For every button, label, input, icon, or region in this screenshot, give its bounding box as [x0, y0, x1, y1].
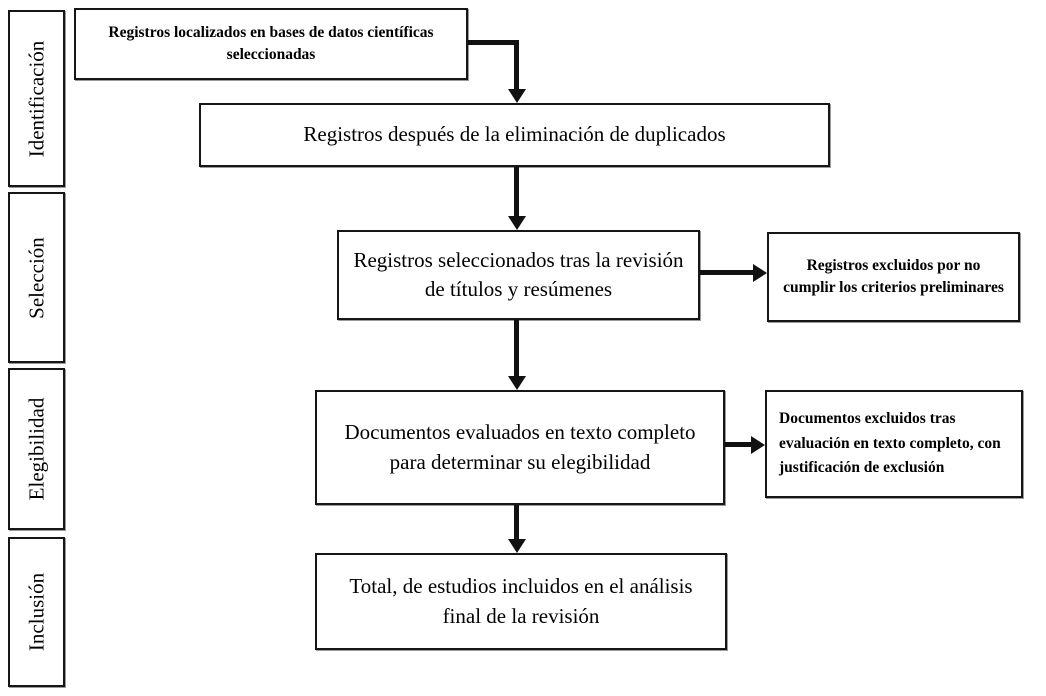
phase-label-elegibilidad: Elegibilidad — [24, 397, 48, 501]
arrow-fulltext-down-head-icon — [508, 539, 526, 553]
arrow-fulltext-down-shaft — [514, 505, 519, 539]
phase-label-identificacion: Identificación — [24, 40, 48, 157]
box-records-excluded-preliminary-text: Registros excluidos por no cumplir los c… — [783, 256, 1004, 296]
box-records-excluded-preliminary: Registros excluidos por no cumplir los c… — [767, 232, 1020, 322]
phase-box-elegibilidad: Elegibilidad — [8, 368, 65, 530]
arrow-fulltext-right-shaft — [725, 442, 751, 447]
arrow-located-vertical-shaft — [514, 40, 519, 90]
box-records-screened-text: Registros seleccionados tras la revisión… — [353, 247, 684, 301]
arrow-screened-right-head-icon — [753, 264, 767, 282]
box-studies-included: Total, de estudios incluidos en el análi… — [315, 553, 727, 650]
box-records-located-text: Registros localizados en bases de datos … — [108, 23, 434, 63]
phase-box-seleccion: Selección — [8, 192, 65, 363]
phase-label-seleccion: Selección — [24, 236, 48, 319]
box-records-deduplicated-text: Registros después de la eliminación de d… — [303, 122, 726, 147]
box-studies-included-text: Total, de estudios incluidos en el análi… — [349, 574, 693, 628]
arrow-deduplicated-head-icon — [508, 216, 526, 230]
arrow-fulltext-right-head-icon — [751, 436, 765, 454]
phase-box-inclusion: Inclusión — [8, 537, 65, 687]
box-records-screened: Registros seleccionados tras la revisión… — [337, 230, 700, 320]
arrow-screened-right-shaft — [700, 270, 753, 275]
box-records-deduplicated: Registros después de la eliminación de d… — [199, 103, 830, 167]
arrow-screened-down-shaft — [514, 320, 519, 376]
arrow-located-horizontal-shaft — [468, 40, 519, 45]
arrow-screened-down-head-icon — [508, 376, 526, 390]
box-fulltext-assessed-text: Documentos evaluados en texto completo p… — [344, 420, 696, 474]
arrow-deduplicated-shaft — [514, 167, 519, 216]
phase-label-inclusion: Inclusión — [24, 572, 48, 652]
arrow-located-head-icon — [508, 89, 526, 103]
box-fulltext-assessed: Documentos evaluados en texto completo p… — [315, 390, 725, 505]
phase-box-identificacion: Identificación — [8, 10, 65, 187]
box-fulltext-excluded: Documentos excluidos tras evaluación en … — [765, 390, 1023, 498]
box-fulltext-excluded-text: Documentos excluidos tras evaluación en … — [779, 409, 1001, 477]
box-records-located: Registros localizados en bases de datos … — [74, 8, 468, 80]
